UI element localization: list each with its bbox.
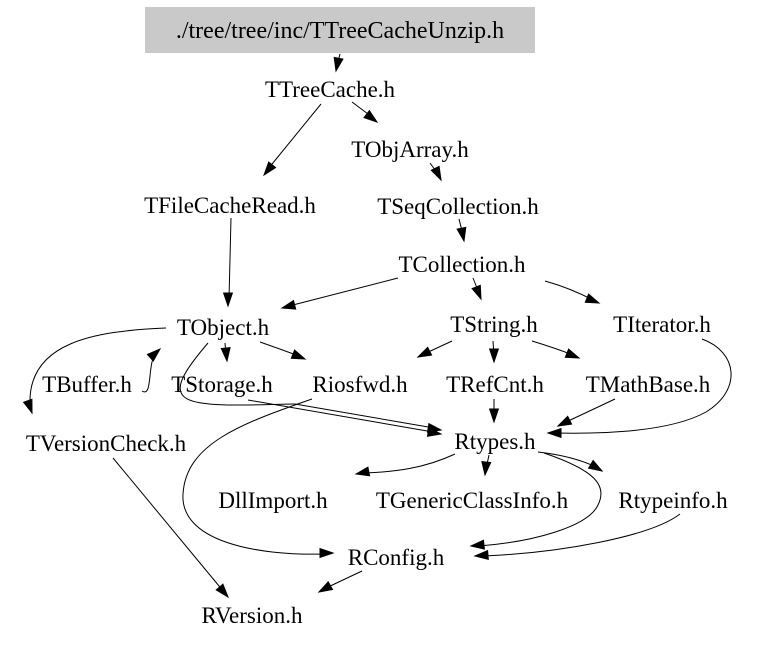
edge-ttreecache-to-tfilecacheread-arrowhead [263, 161, 277, 177]
edge-tstring-to-riosfwd-arrowhead [416, 346, 433, 358]
node-tmathbase-h[interactable]: TMathBase.h [586, 372, 711, 397]
node-dllimport-h[interactable]: DllImport.h [218, 488, 328, 513]
edge-tobject-to-tversioncheck [29, 327, 167, 405]
node-rconfig-h[interactable]: RConfig.h [348, 545, 445, 570]
node-tversioncheck-h[interactable]: TVersionCheck.h [26, 431, 187, 456]
edge-tstorage-to-rtypes [247, 399, 434, 433]
edge-root-to-ttreecache-arrowhead [333, 56, 344, 73]
edge-tobject-to-riosfwd-arrowhead [290, 349, 307, 360]
edge-tmathbase-to-rtypes-arrowhead [556, 415, 573, 427]
node-rtypeinfo-h[interactable]: Rtypeinfo.h [618, 488, 728, 513]
edge-tobject-to-rtypes [179, 342, 435, 429]
edge-ttreecache-to-tfilecacheread [267, 103, 322, 170]
edge-titerator-to-rtypes [553, 338, 732, 434]
edge-tstring-to-trefcnt-arrowhead [488, 348, 500, 364]
edge-tbuffer-to-tobject-arrowhead [146, 347, 162, 362]
edge-rtypes-to-dllimport [362, 453, 456, 474]
edge-rtypes-to-dllimport-arrowhead [354, 466, 371, 477]
edge-rtypes-to-rtypeinfo-arrowhead [587, 459, 604, 472]
root-node-box [145, 7, 535, 53]
node-tgenericclassinfo-h[interactable]: TGenericClassInfo.h [376, 488, 569, 513]
edge-riosfwd-to-rconfig-arrowhead [319, 547, 335, 559]
node-tstorage-h[interactable]: TStorage.h [171, 372, 273, 397]
edge-tversioncheck-to-rversion-arrowhead [215, 583, 230, 599]
edge-tobject-to-tversioncheck-arrowhead [22, 398, 33, 415]
node-trefcnt-h[interactable]: TRefCnt.h [446, 372, 544, 397]
edge-tversioncheck-to-rversion [112, 457, 225, 593]
edge-tstring-to-tmathbase-arrowhead [564, 348, 581, 359]
edge-titerator-to-rtypes-arrowhead [546, 427, 562, 439]
edge-tfilecacheread-to-tobject-arrowhead [222, 292, 234, 308]
edge-rconfig-to-rversion [325, 570, 363, 589]
edge-tcollection-to-titerator [544, 280, 594, 301]
node-tseqcollection-h[interactable]: TSeqCollection.h [377, 194, 539, 219]
node-tree-tree-inc-ttreecacheunzip-h[interactable]: ./tree/tree/inc/TTreeCacheUnzip.h [176, 18, 504, 44]
node-rtypes-h[interactable]: Rtypes.h [454, 429, 536, 454]
edge-rtypes-to-tgenericclassinfo-arrowhead [481, 461, 492, 477]
node-tbuffer-h[interactable]: TBuffer.h [42, 372, 132, 397]
edge-tcollection-to-tobject-arrowhead [280, 299, 297, 310]
edge-tseqcollection-to-tcollection-arrowhead [456, 226, 467, 243]
edge-rtypes-to-rconfig-arrowhead [469, 539, 485, 550]
edge-tcollection-to-titerator-arrowhead [584, 293, 601, 304]
node-titerator-h[interactable]: TIterator.h [613, 312, 711, 337]
node-tobjarray-h[interactable]: TObjArray.h [351, 137, 469, 162]
edge-tstorage-to-rtypes-arrowhead [426, 426, 443, 437]
node-tstring-h[interactable]: TString.h [450, 312, 538, 337]
edge-tobjarray-to-tseqcollection-arrowhead [430, 165, 442, 182]
edge-rtypes-to-rconfig [478, 452, 602, 547]
edge-tcollection-to-tobject [288, 277, 399, 307]
edge-tcollection-to-tstring-arrowhead [471, 284, 482, 301]
edge-trefcnt-to-rtypes-arrowhead [488, 408, 500, 424]
node-rversion-h[interactable]: RVersion.h [201, 603, 303, 628]
edge-ttreecache-to-tobjarray-arrowhead [363, 109, 379, 123]
edge-riosfwd-to-rconfig [182, 398, 327, 555]
node-riosfwd-h[interactable]: Riosfwd.h [312, 372, 408, 397]
node-tfilecacheread-h[interactable]: TFileCacheRead.h [144, 193, 316, 218]
edge-rconfig-to-rversion-arrowhead [317, 580, 334, 593]
edge-rtypeinfo-to-rconfig [482, 513, 681, 557]
node-tobject-h[interactable]: TObject.h [177, 315, 270, 340]
edge-rtypeinfo-to-rconfig-arrowhead [473, 549, 489, 561]
edge-tfilecacheread-to-tobject [228, 217, 232, 300]
edge-tobject-to-tstorage-arrowhead [220, 347, 231, 363]
node-ttreecache-h[interactable]: TTreeCache.h [265, 77, 396, 102]
edge-tmathbase-to-rtypes [563, 398, 616, 424]
node-tcollection-h[interactable]: TCollection.h [398, 252, 526, 277]
